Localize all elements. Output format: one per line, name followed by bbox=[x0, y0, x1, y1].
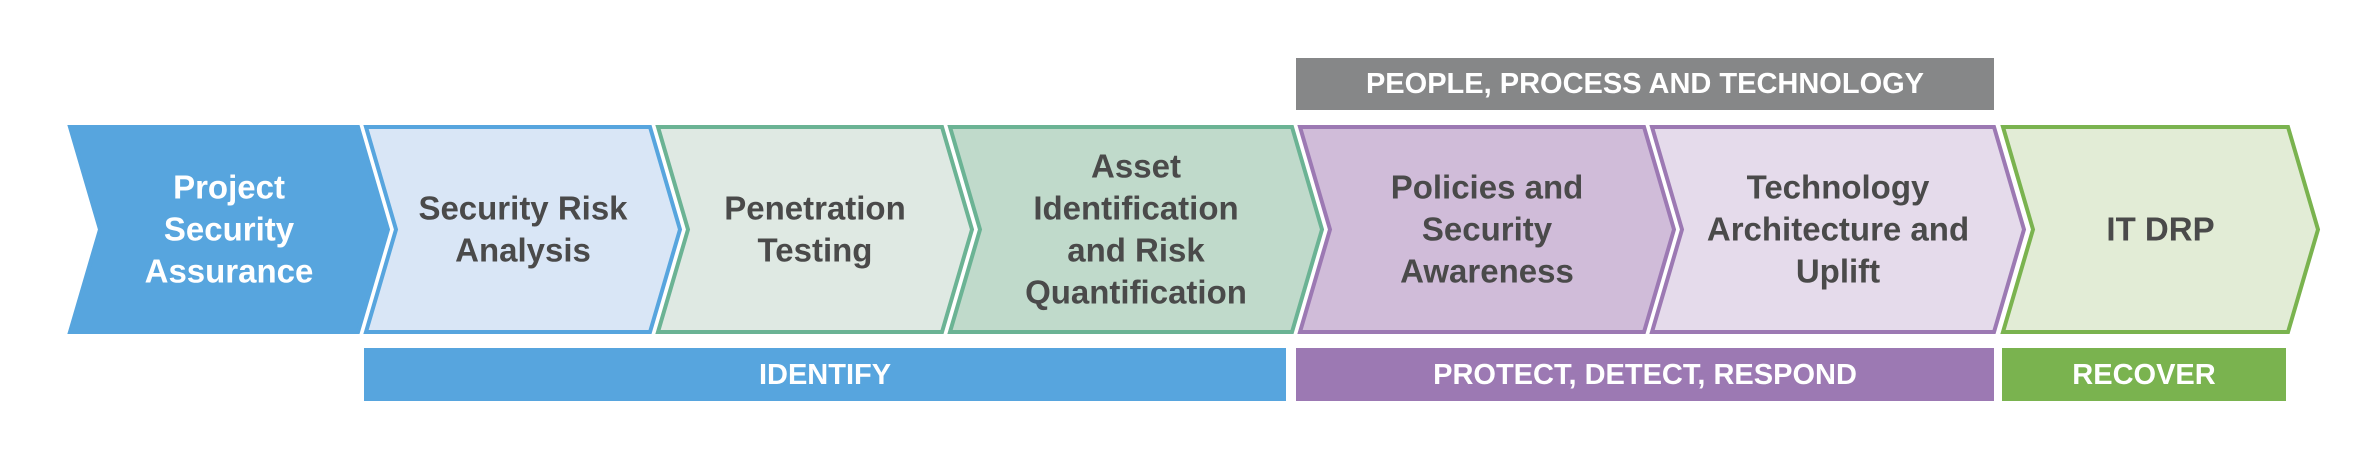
step-label-line: Identification bbox=[1033, 190, 1238, 227]
recover-band: RECOVER bbox=[2002, 348, 2286, 401]
band-label: RECOVER bbox=[2072, 359, 2215, 391]
step-label-line: Security bbox=[1422, 211, 1553, 248]
chevron-shape bbox=[67, 125, 391, 334]
step-label-line: Analysis bbox=[455, 232, 591, 269]
step-label: IT DRP bbox=[2106, 211, 2214, 248]
chevron-shape bbox=[363, 125, 683, 334]
chevron-shape bbox=[1297, 125, 1677, 334]
chevron-shape bbox=[655, 125, 975, 334]
band-bar bbox=[2002, 348, 2286, 401]
step-label-line: Security Risk bbox=[418, 190, 628, 227]
step-label-line: Testing bbox=[758, 232, 873, 269]
step-label-line: and Risk bbox=[1067, 232, 1205, 269]
step-label-line: Technology bbox=[1747, 169, 1930, 206]
step-label-line: IT DRP bbox=[2106, 211, 2214, 248]
band-label: IDENTIFY bbox=[759, 359, 891, 391]
step-label-line: Project bbox=[173, 169, 285, 206]
step-label-line: Security bbox=[164, 211, 295, 248]
step-label-line: Asset bbox=[1091, 148, 1181, 185]
step-it-drp: IT DRP bbox=[2000, 125, 2321, 334]
band-bar bbox=[364, 348, 1286, 401]
people-process-technology-band: PEOPLE, PROCESS AND TECHNOLOGY bbox=[1296, 58, 1994, 110]
band-bar bbox=[1296, 58, 1994, 110]
step-label-line: Penetration bbox=[724, 190, 906, 227]
band-label: PEOPLE, PROCESS AND TECHNOLOGY bbox=[1366, 68, 1924, 100]
chevron-shape bbox=[947, 125, 1325, 334]
chevron-shape bbox=[2000, 125, 2321, 334]
band-bar bbox=[1296, 348, 1994, 401]
band-label: PROTECT, DETECT, RESPOND bbox=[1433, 359, 1857, 391]
protect-detect-respond-band: PROTECT, DETECT, RESPOND bbox=[1296, 348, 1994, 401]
step-label-line: Quantification bbox=[1025, 274, 1247, 311]
identify-band: IDENTIFY bbox=[364, 348, 1286, 401]
chevron-shape bbox=[1649, 125, 2027, 334]
step-label-line: Uplift bbox=[1796, 253, 1880, 290]
step-label-line: Awareness bbox=[1400, 253, 1574, 290]
step-label-line: Assurance bbox=[145, 253, 314, 290]
step-label-line: Architecture and bbox=[1707, 211, 1969, 248]
step-label-line: Policies and bbox=[1391, 169, 1584, 206]
